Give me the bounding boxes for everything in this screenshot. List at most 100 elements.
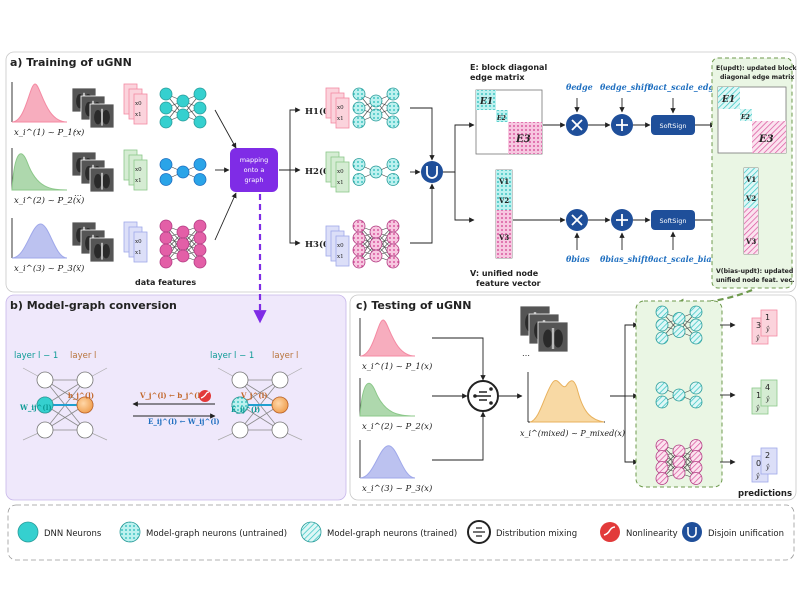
test-graph-3-neuron-4 xyxy=(672,444,686,458)
legend-untrained-label: Model-graph neurons (untrained) xyxy=(146,529,287,539)
theta-act-edge-label: θact_scale_edge xyxy=(648,82,719,92)
xray-test-lung-left-3 xyxy=(543,329,553,348)
mapping-box xyxy=(230,148,278,192)
node-vec-label-2: feature vector xyxy=(476,279,541,288)
e-eq-label: E_ij^(l) ← W_ij^(l) xyxy=(148,417,220,426)
test-graph-2-neuron-4 xyxy=(689,395,703,409)
test-graph-3-neuron-7 xyxy=(689,439,703,452)
test-graph-3-neuron-10 xyxy=(689,472,703,485)
dnn-1-neuron-0 xyxy=(159,87,173,101)
test-dist-2-curve xyxy=(359,382,416,417)
gfeat-2-x0: x0 xyxy=(337,169,344,175)
v2-label: V2 xyxy=(498,196,509,205)
legend-trained-icon xyxy=(300,521,322,543)
xray-3-lung-left-3 xyxy=(94,244,102,259)
xray-1-lung-left-3 xyxy=(94,110,102,125)
train-dist-3-curve xyxy=(11,223,68,259)
train-dist-2-curve xyxy=(11,153,68,191)
graph-1-neuron-4 xyxy=(369,108,383,122)
pred-3-value-2: 2 xyxy=(765,451,770,460)
train-dist-3-label: x_i^(3) ~ P_3(x) xyxy=(14,263,84,274)
graph-1-neuron-0 xyxy=(352,87,366,101)
predictions-label: predictions xyxy=(738,489,792,499)
dnn-layer-diagram xyxy=(22,367,108,441)
pred-1-yhat-1: ŷ xyxy=(755,335,760,342)
dnn-3-neuron-5 xyxy=(176,237,190,251)
dnn-1-neuron-4 xyxy=(176,108,190,122)
multiply-symbol-bias xyxy=(571,214,583,226)
test-graph-1-neuron-6 xyxy=(689,318,703,332)
test-graph-1-neuron-7 xyxy=(689,331,703,345)
arrow-dnn3-mapping xyxy=(214,192,237,241)
xray-test-spine-3 xyxy=(551,328,555,349)
pred-1-yhat-2: ŷ xyxy=(765,326,770,333)
training-xray-stacks: ……… xyxy=(71,87,115,268)
xray-2-spine-3 xyxy=(101,172,103,190)
disjoin-union-icon xyxy=(421,161,443,183)
test-dist-3-curve xyxy=(359,445,416,479)
graph-1-neuron-3 xyxy=(369,94,383,108)
pred-2-yhat-2: ŷ xyxy=(765,396,770,403)
graph-2-neuron-3 xyxy=(386,158,400,171)
mixing-node-left xyxy=(473,394,477,398)
graph-3-neuron-9 xyxy=(386,243,400,257)
dnn-1-neuron-6 xyxy=(193,101,207,115)
legend-untrained-icon xyxy=(119,521,141,543)
dnn-3-neuron-9 xyxy=(193,243,207,257)
updated-edge-title-2: diagonal edge matrix xyxy=(720,74,794,81)
graph-3-neuron-3 xyxy=(352,255,366,269)
v-node-label: V_j^(l) xyxy=(240,391,268,400)
e1-label: E1 xyxy=(479,97,493,107)
softsign-edge-box xyxy=(651,115,695,135)
gfeat-1-sheet-3 xyxy=(335,97,350,129)
dnn-layer-cur-neuron-2 xyxy=(76,421,94,439)
block-diag-title-2: edge matrix xyxy=(470,73,525,82)
pred-2-card-front xyxy=(760,379,778,407)
test-graph-1-neuron-1 xyxy=(655,318,669,332)
h1-label: H1(0) xyxy=(305,106,333,117)
graph-3-neuron-6 xyxy=(369,249,383,263)
dnn-layer-prev-highlight xyxy=(36,396,54,414)
test-graph-3-neuron-8 xyxy=(689,450,703,463)
e2-label: E2 xyxy=(496,115,506,122)
legend-mixing-symbol xyxy=(473,527,485,537)
graph-3-neuron-1 xyxy=(352,231,366,245)
test-dist-1-curve xyxy=(359,319,416,357)
dnn-2-neuron-0 xyxy=(159,158,173,171)
graph-3-neuron-4 xyxy=(369,225,383,239)
gfeat-1-x1: x1 xyxy=(337,116,344,122)
gfeat-2-x1: x1 xyxy=(337,180,344,186)
arrow-g1-union xyxy=(410,107,435,161)
graph-layer-cur-neuron-2 xyxy=(271,421,289,439)
panel-b-frame xyxy=(5,294,347,501)
xray-1-spine-3 xyxy=(101,108,103,126)
dnn-1-neuron-1 xyxy=(159,101,173,115)
legend-disjoin-label: Disjoin unification xyxy=(708,529,784,539)
feat-3-x1: x1 xyxy=(135,250,142,256)
b-label: b_j^(l) xyxy=(68,391,94,400)
test-graph-1-neuron-2 xyxy=(655,331,669,345)
test-graph-2-neuron-0 xyxy=(655,381,669,395)
testing-distributions: x_i^(1) ~ P_1(x)x_i^(2) ~ P_2(x)x_i^(3) … xyxy=(359,318,432,494)
dnn-1-neuron-2 xyxy=(159,115,173,129)
test-dist-2-label: x_i^(2) ~ P_2(x) xyxy=(362,421,432,432)
legend-trained-label: Model-graph neurons (trained) xyxy=(327,529,457,539)
data-features-label: data features xyxy=(135,278,196,287)
dnn-3-neuron-8 xyxy=(193,231,207,245)
graph-1-neuron-2 xyxy=(352,115,366,129)
test-graph-3-neuron-1 xyxy=(655,450,669,463)
legend-nonlinearity-curve xyxy=(603,526,616,536)
gfeat-3-x0: x0 xyxy=(337,243,344,249)
legend-disjoin-symbol xyxy=(687,527,697,538)
graph-2-neuron-0 xyxy=(352,158,366,171)
testing-xray-stack: … xyxy=(519,305,569,358)
dnn-2-neuron-2 xyxy=(176,165,190,179)
dnn-1-neuron-7 xyxy=(193,115,207,129)
test-dist-3-label: x_i^(3) ~ P_3(x) xyxy=(362,483,432,494)
mapping-line-2: onto a xyxy=(244,166,265,174)
arrow-union-v xyxy=(454,172,475,223)
updated-e1-block xyxy=(718,87,740,109)
